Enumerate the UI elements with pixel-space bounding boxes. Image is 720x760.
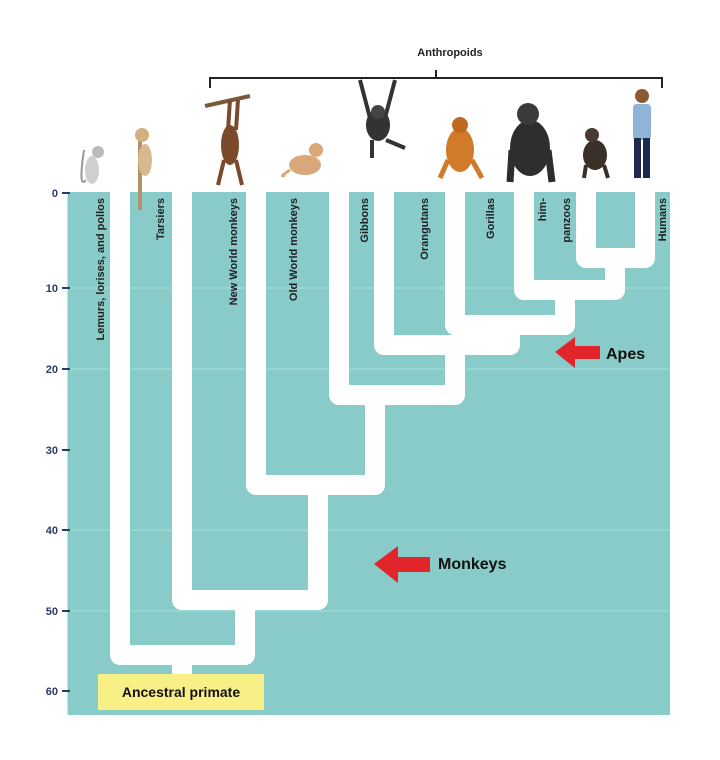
- anthropoids-bracket: [209, 70, 663, 88]
- y-axis: 0 10 20 30 40 50 60: [46, 188, 70, 698]
- y-tick-label: 40: [46, 525, 58, 537]
- orangutan-illustration-icon: [437, 117, 485, 180]
- ancestral-primate-label: Ancestral primate: [122, 684, 240, 700]
- taxon-labels: Lemurs, lorises, and pollos Tarsiers New…: [95, 198, 669, 341]
- chimpanzee-illustration-icon: [582, 128, 610, 179]
- y-tick-label: 20: [46, 364, 58, 376]
- tree-branches: [110, 192, 655, 682]
- taxon-label-lemurs: Lemurs, lorises, and pollos: [95, 198, 107, 340]
- y-tick-label: 50: [46, 606, 58, 618]
- y-tick-label: 10: [46, 283, 58, 295]
- tarsier-illustration-icon: [135, 128, 152, 210]
- gorilla-illustration-icon: [506, 103, 556, 183]
- taxon-label-chimpanzees-2: panzoos: [561, 198, 573, 243]
- apes-arrow-icon: [555, 337, 600, 368]
- y-tick-label: 60: [46, 686, 58, 698]
- monkeys-label: Monkeys: [438, 556, 507, 573]
- taxon-label-chimpanzees-1: him-: [537, 198, 549, 222]
- apes-label: Apes: [606, 346, 645, 363]
- taxon-label-tarsiers: Tarsiers: [155, 198, 167, 240]
- taxon-label-gorillas: Gorillas: [485, 198, 497, 239]
- y-tick-label: 0: [52, 188, 58, 200]
- y-tick-label: 30: [46, 445, 58, 457]
- human-illustration-icon: [633, 89, 651, 178]
- spider-monkey-illustration-icon: [204, 94, 251, 186]
- taxon-label-humans: Humans: [657, 198, 669, 241]
- taxon-label-old-world-monkeys: Old World monkeys: [288, 198, 300, 301]
- taxon-label-orangutans: Orangutans: [419, 198, 431, 260]
- taxon-label-new-world-monkeys: New World monkeys: [228, 198, 240, 305]
- macaque-illustration-icon: [280, 143, 323, 178]
- gibbon-illustration-icon: [358, 79, 406, 158]
- ancestral-primate-box: [98, 674, 264, 710]
- branch-old-world: [329, 192, 465, 405]
- lemur-illustration-icon: [80, 146, 104, 184]
- monkeys-arrow-icon: [374, 546, 430, 583]
- anthropoids-title: Anthropoids: [417, 47, 482, 59]
- taxon-label-gibbons: Gibbons: [359, 198, 371, 243]
